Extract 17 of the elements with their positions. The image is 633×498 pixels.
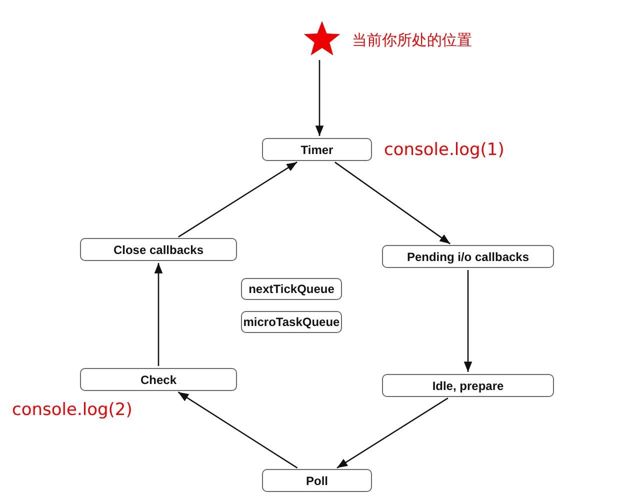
output-label: console.log(2) — [12, 400, 132, 420]
process-box: Pending i/o callbacks — [382, 245, 554, 268]
process-box: Idle, prepare — [382, 374, 554, 397]
process-box: nextTickQueue — [241, 278, 342, 300]
process-box: Check — [80, 368, 237, 391]
arrow — [334, 162, 450, 244]
process-box: Close callbacks — [80, 238, 237, 261]
process-box: Poll — [262, 469, 372, 492]
process-box: Timer — [262, 138, 372, 161]
arrow — [154, 263, 163, 366]
output-label: console.log(1) — [384, 140, 504, 160]
arrow — [178, 392, 298, 468]
note-text: 当前你所处的位置 — [352, 31, 472, 50]
arrow — [336, 398, 448, 468]
process-box: microTaskQueue — [241, 311, 342, 333]
arrow — [464, 270, 472, 372]
arrow — [178, 162, 298, 238]
